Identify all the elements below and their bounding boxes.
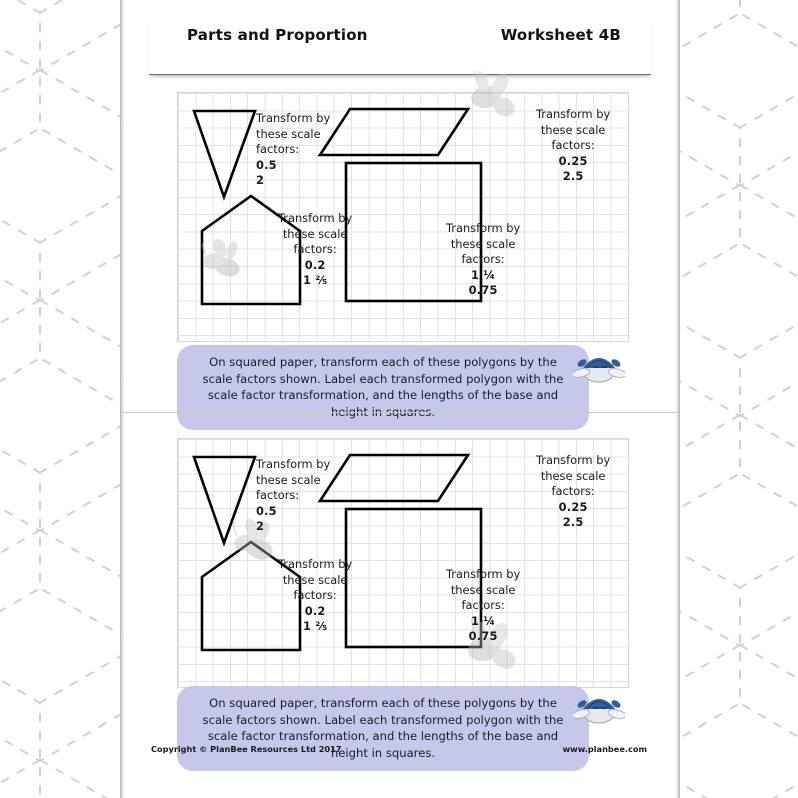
label-line-3: factors:	[461, 252, 505, 266]
page-title: Parts and Proportion	[187, 26, 368, 44]
shape-triangle	[192, 109, 257, 201]
label-line-2: these scale	[540, 122, 606, 137]
scale-factor-1: 1 ¼	[470, 267, 496, 282]
label-line-1: Transform by	[278, 211, 353, 225]
shape-parallelogram	[317, 453, 471, 503]
shape-triangle	[192, 455, 257, 547]
worksheet-divider	[121, 412, 679, 413]
label-line-2: these scale	[282, 572, 348, 587]
scale-factor-2: 2.5	[562, 515, 584, 529]
scale-factor-2: 2	[256, 519, 265, 533]
scale-factor-1: 0.25	[558, 499, 588, 514]
label-line-3: factors:	[293, 588, 337, 602]
scale-factor-1: 1 ¼	[470, 613, 496, 628]
shape-square	[344, 507, 483, 649]
scale-factor-2: 0.75	[468, 629, 498, 643]
polygon-shapes-1	[192, 107, 483, 306]
label-line-2: these scale	[450, 236, 516, 251]
scale-factor-1: 0.2	[304, 603, 326, 618]
shape-pentagon-house	[200, 540, 302, 652]
instruction-banner-1: On squared paper, transform each of thes…	[177, 345, 589, 430]
label-line-1: Transform by	[256, 111, 331, 125]
label-triangle: Transform by these scale factors: 0.5 2	[256, 111, 330, 189]
label-parallelogram: Transform by these scale factors: 0.25 2…	[536, 107, 610, 185]
shape-square	[344, 161, 483, 303]
scale-factor-2: 0.75	[468, 283, 498, 297]
label-line-1: Transform by	[536, 453, 611, 467]
label-line-2: these scale	[450, 582, 516, 597]
scale-factor-1: 0.25	[558, 153, 588, 168]
instruction-banner-2: On squared paper, transform each of thes…	[177, 686, 589, 771]
scale-factor-2: 1 ⅖	[302, 273, 328, 287]
website-link[interactable]: www.planbee.com	[562, 744, 647, 754]
label-line-2: these scale	[256, 126, 321, 141]
label-triangle: Transform by these scale factors: 0.5 2	[256, 457, 330, 535]
label-line-3: factors:	[293, 242, 337, 256]
label-line-3: factors:	[256, 142, 300, 156]
label-line-3: factors:	[461, 598, 505, 612]
label-line-3: factors:	[551, 138, 595, 152]
label-square: Transform by these scale factors: 1 ¼ 0.…	[446, 567, 520, 645]
label-line-1: Transform by	[446, 221, 521, 235]
page-header	[149, 20, 651, 75]
label-square: Transform by these scale factors: 1 ¼ 0.…	[446, 221, 520, 299]
scale-factor-1: 0.2	[304, 257, 326, 272]
squared-paper-grid-1: Transform by these scale factors: 0.5 2 …	[177, 71, 629, 342]
scale-factor-2: 2.5	[562, 169, 584, 183]
scale-factor-1: 0.5	[256, 157, 277, 172]
label-parallelogram: Transform by these scale factors: 0.25 2…	[536, 453, 610, 531]
worksheet-page: Parts and Proportion Worksheet 4B	[120, 0, 680, 798]
label-line-3: factors:	[551, 484, 595, 498]
worksheet-label: Worksheet 4B	[500, 26, 621, 44]
page-footer: Copyright © PlanBee Resources Ltd 2017 w…	[121, 744, 679, 764]
scale-factor-2: 1 ⅖	[302, 619, 328, 633]
scale-factor-2: 2	[256, 173, 265, 187]
label-line-1: Transform by	[256, 457, 331, 471]
label-line-1: Transform by	[536, 107, 611, 121]
polygon-shapes-2	[192, 453, 483, 652]
shape-parallelogram	[317, 107, 471, 157]
label-line-2: these scale	[256, 472, 321, 487]
label-line-3: factors:	[256, 488, 300, 502]
page-left-edge	[121, 0, 124, 798]
squared-paper-grid-2: Transform by these scale factors: 0.5 2 …	[177, 438, 629, 688]
copyright-text: Copyright © PlanBee Resources Ltd 2017	[151, 744, 342, 754]
label-pentagon-house: Transform by these scale factors: 0.2 1 …	[278, 557, 352, 635]
label-pentagon-house: Transform by these scale factors: 0.2 1 …	[278, 211, 352, 289]
worksheet-block-1: Transform by these scale factors: 0.5 2 …	[177, 71, 629, 342]
page-right-edge	[676, 0, 679, 798]
label-line-2: these scale	[540, 468, 606, 483]
label-line-1: Transform by	[278, 557, 353, 571]
label-line-1: Transform by	[446, 567, 521, 581]
shape-pentagon-house	[200, 194, 302, 306]
label-line-2: these scale	[282, 226, 348, 241]
worksheet-block-2: Transform by these scale factors: 0.5 2 …	[177, 438, 629, 688]
scale-factor-1: 0.5	[256, 503, 277, 518]
